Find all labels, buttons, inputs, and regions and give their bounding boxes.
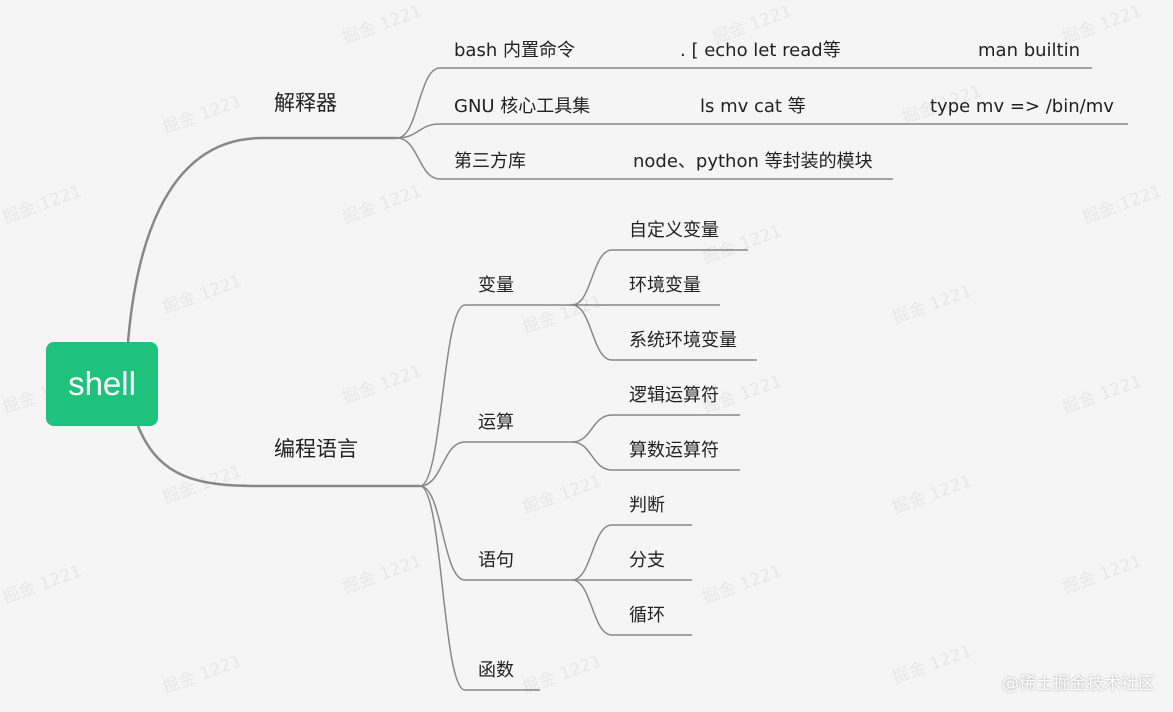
row-gnu-col-0[interactable]: GNU 核心工具集 (454, 96, 591, 117)
row-third-col-1[interactable]: node、python 等封装的模块 (633, 151, 873, 172)
link-var-leaf-0 (571, 249, 613, 306)
row-bash-col-2[interactable]: man builtin (978, 40, 1080, 61)
leaf-var-0[interactable]: 自定义变量 (629, 220, 719, 241)
link-calc-leaf-0 (571, 414, 613, 443)
leaf-calc-1[interactable]: 算数运算符 (629, 440, 719, 461)
branch-interpreter[interactable]: 解释器 (274, 91, 337, 115)
row-gnu-col-2[interactable]: type mv => /bin/mv (930, 96, 1114, 117)
link-lang-to-func (419, 485, 466, 691)
leaf-var-2[interactable]: 系统环境变量 (629, 330, 737, 351)
row-bash-col-1[interactable]: . [ echo let read等 (680, 40, 841, 61)
link-interpreter-row-0 (396, 67, 441, 139)
row-bash-col-0[interactable]: bash 内置命令 (454, 40, 575, 61)
root-node-shell[interactable]: shell (46, 342, 158, 426)
link-root-to-lang (136, 425, 263, 488)
link-var-leaf-2 (571, 304, 613, 361)
link-stmt-leaf-2 (571, 579, 613, 636)
link-root-to-interpreter (126, 136, 263, 343)
leaf-var-1[interactable]: 环境变量 (629, 275, 701, 296)
link-lang-to-stmt (419, 485, 466, 581)
node-func[interactable]: 函数 (478, 660, 514, 681)
leaf-stmt-1[interactable]: 分支 (629, 550, 665, 571)
row-third-col-0[interactable]: 第三方库 (454, 151, 526, 172)
branch-lang[interactable]: 编程语言 (274, 437, 358, 461)
row-gnu-col-1[interactable]: ls mv cat 等 (700, 96, 806, 117)
node-var[interactable]: 变量 (478, 275, 514, 296)
node-calc[interactable]: 运算 (478, 412, 514, 433)
site-credit: @稀土掘金技术社区 (1002, 674, 1155, 694)
root-label: shell (68, 365, 136, 402)
link-interpreter-row-2 (396, 137, 441, 180)
leaf-stmt-0[interactable]: 判断 (629, 495, 665, 516)
leaf-stmt-2[interactable]: 循环 (629, 605, 665, 626)
link-stmt-leaf-0 (571, 524, 613, 581)
link-lang-to-calc (419, 441, 466, 487)
link-lang-to-var (419, 304, 466, 487)
link-interpreter-row-1 (396, 123, 441, 139)
leaf-calc-0[interactable]: 逻辑运算符 (629, 385, 719, 406)
link-calc-leaf-1 (571, 441, 613, 471)
node-stmt[interactable]: 语句 (478, 550, 514, 571)
